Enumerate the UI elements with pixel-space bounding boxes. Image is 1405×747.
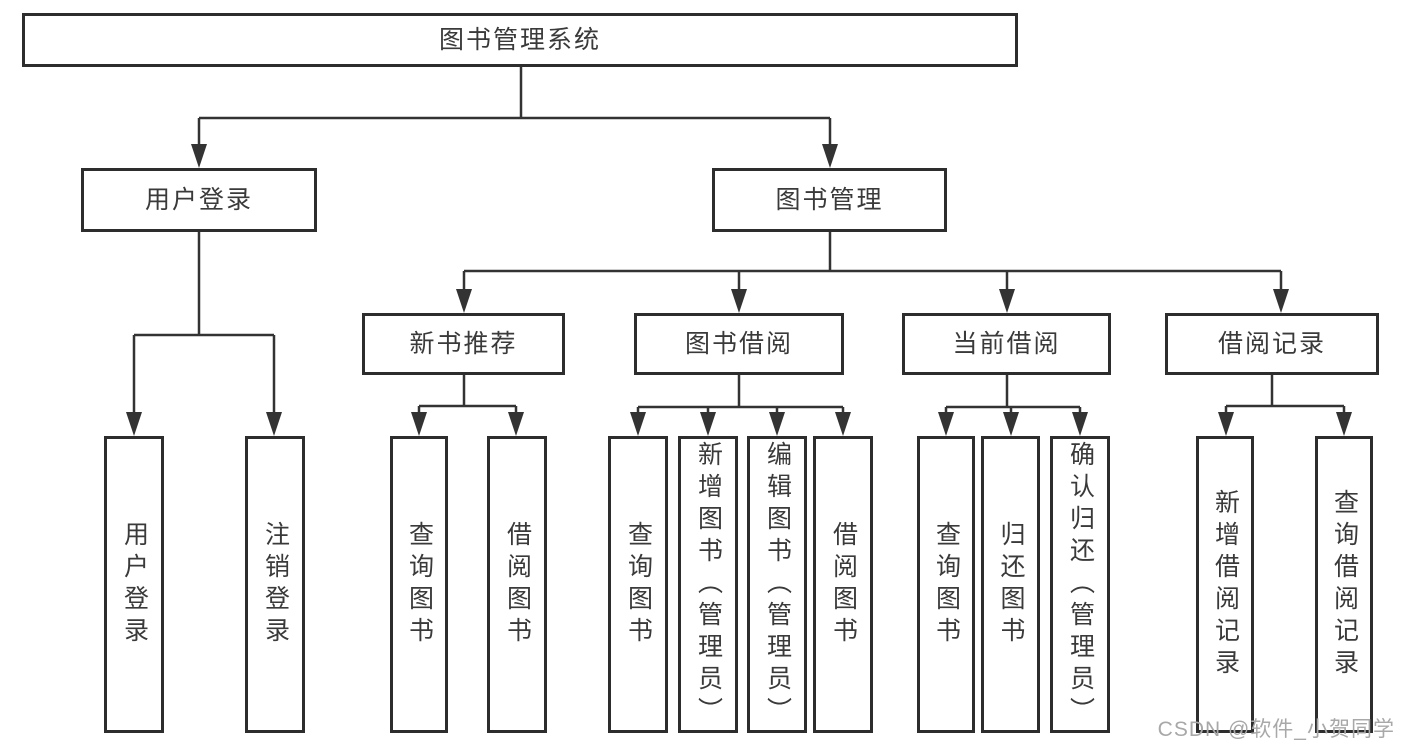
leaf-borrow-books-rec: 借阅图书 bbox=[487, 436, 547, 733]
arrow-down-icon bbox=[1273, 289, 1289, 313]
leaf-edit-books-label: 编辑图书（管理员） bbox=[763, 440, 792, 729]
node-book-borrow: 图书借阅 bbox=[634, 313, 844, 375]
connector-user-login-group bbox=[126, 232, 282, 436]
leaf-borrow-books-label: 借阅图书 bbox=[829, 520, 858, 649]
node-current-borrow: 当前借阅 bbox=[902, 313, 1111, 375]
node-borrow-records-label: 借阅记录 bbox=[1217, 329, 1326, 358]
arrow-down-icon bbox=[191, 144, 207, 168]
node-book-mgmt: 图书管理 bbox=[712, 168, 947, 232]
arrow-down-icon bbox=[126, 412, 142, 436]
leaf-add-books: 新增图书（管理员） bbox=[678, 436, 738, 733]
arrow-down-icon bbox=[769, 412, 785, 436]
leaf-add-borrow-record: 新增借阅记录 bbox=[1196, 436, 1254, 733]
leaf-return-books: 归还图书 bbox=[981, 436, 1040, 733]
leaf-query-borrow-record: 查询借阅记录 bbox=[1315, 436, 1373, 733]
leaf-return-books-label: 归还图书 bbox=[997, 520, 1025, 649]
leaf-query-borrow-record-label: 查询借阅记录 bbox=[1330, 488, 1359, 681]
leaf-logout-label: 注销登录 bbox=[261, 520, 290, 649]
leaf-query-books-current: 查询图书 bbox=[917, 436, 975, 733]
arrow-down-icon bbox=[822, 144, 838, 168]
arrow-down-icon bbox=[1003, 412, 1019, 436]
node-user-login: 用户登录 bbox=[81, 168, 317, 232]
leaf-user-login: 用户登录 bbox=[104, 436, 164, 733]
arrow-down-icon bbox=[266, 412, 282, 436]
arrow-down-icon bbox=[835, 412, 851, 436]
arrow-down-icon bbox=[508, 412, 524, 436]
arrow-down-icon bbox=[1218, 412, 1234, 436]
leaf-query-books-rec: 查询图书 bbox=[390, 436, 448, 733]
arrow-down-icon bbox=[1336, 412, 1352, 436]
leaf-query-books-current-label: 查询图书 bbox=[932, 520, 961, 649]
leaf-query-books-rec-label: 查询图书 bbox=[405, 520, 434, 649]
arrow-down-icon bbox=[938, 412, 954, 436]
node-user-login-label: 用户登录 bbox=[144, 185, 253, 214]
arrow-down-icon bbox=[456, 289, 472, 313]
arrow-down-icon bbox=[1072, 412, 1088, 436]
leaf-logout: 注销登录 bbox=[245, 436, 305, 733]
leaf-add-books-label: 新增图书（管理员） bbox=[694, 440, 723, 729]
arrow-down-icon bbox=[630, 412, 646, 436]
connector-book-mgmt-group bbox=[456, 232, 1289, 313]
leaf-edit-books: 编辑图书（管理员） bbox=[747, 436, 807, 733]
arrow-down-icon bbox=[700, 412, 716, 436]
leaf-confirm-return: 确认归还（管理员） bbox=[1050, 436, 1110, 733]
leaf-borrow-books: 借阅图书 bbox=[813, 436, 873, 733]
node-root-label: 图书管理系统 bbox=[438, 25, 601, 54]
leaf-borrow-books-rec-label: 借阅图书 bbox=[503, 520, 532, 649]
node-new-book-rec: 新书推荐 bbox=[362, 313, 565, 375]
leaf-query-books-borrow: 查询图书 bbox=[608, 436, 668, 733]
leaf-user-login-label: 用户登录 bbox=[120, 520, 149, 649]
arrow-down-icon bbox=[731, 289, 747, 313]
connector-book-borrow-group bbox=[630, 375, 851, 436]
node-new-book-rec-label: 新书推荐 bbox=[409, 329, 518, 358]
arrow-down-icon bbox=[999, 289, 1015, 313]
connector-new-book-rec-group bbox=[411, 375, 524, 436]
node-book-mgmt-label: 图书管理 bbox=[775, 185, 884, 214]
node-root: 图书管理系统 bbox=[22, 13, 1018, 67]
connector-root-to-level2 bbox=[191, 67, 838, 168]
node-borrow-records: 借阅记录 bbox=[1165, 313, 1379, 375]
arrow-down-icon bbox=[411, 412, 427, 436]
connector-borrow-records-group bbox=[1218, 375, 1352, 436]
leaf-add-borrow-record-label: 新增借阅记录 bbox=[1211, 488, 1240, 681]
node-current-borrow-label: 当前借阅 bbox=[952, 329, 1061, 358]
connector-current-borrow-group bbox=[938, 375, 1088, 436]
leaf-confirm-return-label: 确认归还（管理员） bbox=[1066, 440, 1095, 729]
leaf-query-books-borrow-label: 查询图书 bbox=[624, 520, 653, 649]
node-book-borrow-label: 图书借阅 bbox=[684, 329, 793, 358]
csdn-watermark: CSDN @软件_小贺同学 bbox=[1157, 718, 1395, 741]
